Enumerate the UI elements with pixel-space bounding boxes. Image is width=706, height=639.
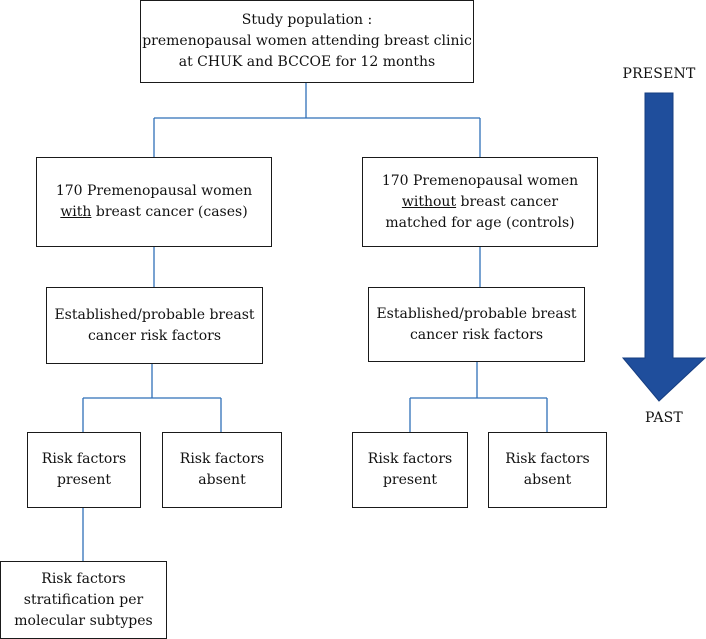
study-population-box: Study population : premenopausal women a… [140,0,474,83]
controls-without-underlined: without [401,193,457,210]
cases-with-underlined: with [60,204,92,220]
right-absent-line1: Risk factors [505,451,590,467]
controls-line2: without breast cancer [402,192,558,213]
cases-line1: 170 Premenopausal women [55,183,253,199]
study-population-line3: at CHUK and BCCOE for 12 months [178,54,436,70]
cases-box: 170 Premenopausal women with breast canc… [36,157,272,247]
stratification-box: Risk factors stratification per molecula… [0,561,167,639]
left-risk-absent-box: Risk factors absent [162,432,282,508]
right-present-line2: present [382,472,438,488]
risk-factors-right-box: Established/probable breast cancer risk … [368,287,585,362]
risk-factors-left-line2: cancer risk factors [87,327,222,344]
study-population-line1: Study population : [241,12,373,28]
left-present-line1: Risk factors [41,451,127,467]
left-absent-line2: absent [198,472,246,488]
stratification-line3: molecular subtypes [14,612,153,629]
stratification-line2: stratification per [23,591,144,608]
controls-line2-rest: breast cancer [456,193,559,210]
right-present-line1: Risk factors [367,451,453,467]
controls-box: 170 Premenopausal women without breast c… [362,157,598,247]
stratification-line1: Risk factors [41,570,126,587]
risk-factors-left-box: Established/probable breast cancer risk … [46,287,263,364]
left-risk-present-box: Risk factors present [27,432,141,508]
cases-line2: with breast cancer (cases) [60,202,247,223]
right-risk-absent-box: Risk factors absent [488,432,607,508]
right-absent-line2: absent [523,472,572,488]
risk-factors-left-line1: Established/probable breast [54,306,255,323]
controls-line3: matched for age (controls) [385,214,575,231]
left-present-line2: present [56,472,112,488]
risk-factors-right-line2: cancer risk factors [409,326,544,343]
past-label: PAST [645,410,683,426]
time-arrow-icon [621,92,706,402]
cases-line2-rest: breast cancer (cases) [91,204,248,220]
present-label: PRESENT [622,66,696,82]
right-risk-present-box: Risk factors present [352,432,468,508]
risk-factors-right-line1: Established/probable breast [376,305,577,322]
study-population-line2: premenopausal women attending breast cli… [142,33,472,49]
left-absent-line1: Risk factors [179,451,265,467]
controls-line1: 170 Premenopausal women [381,172,579,189]
